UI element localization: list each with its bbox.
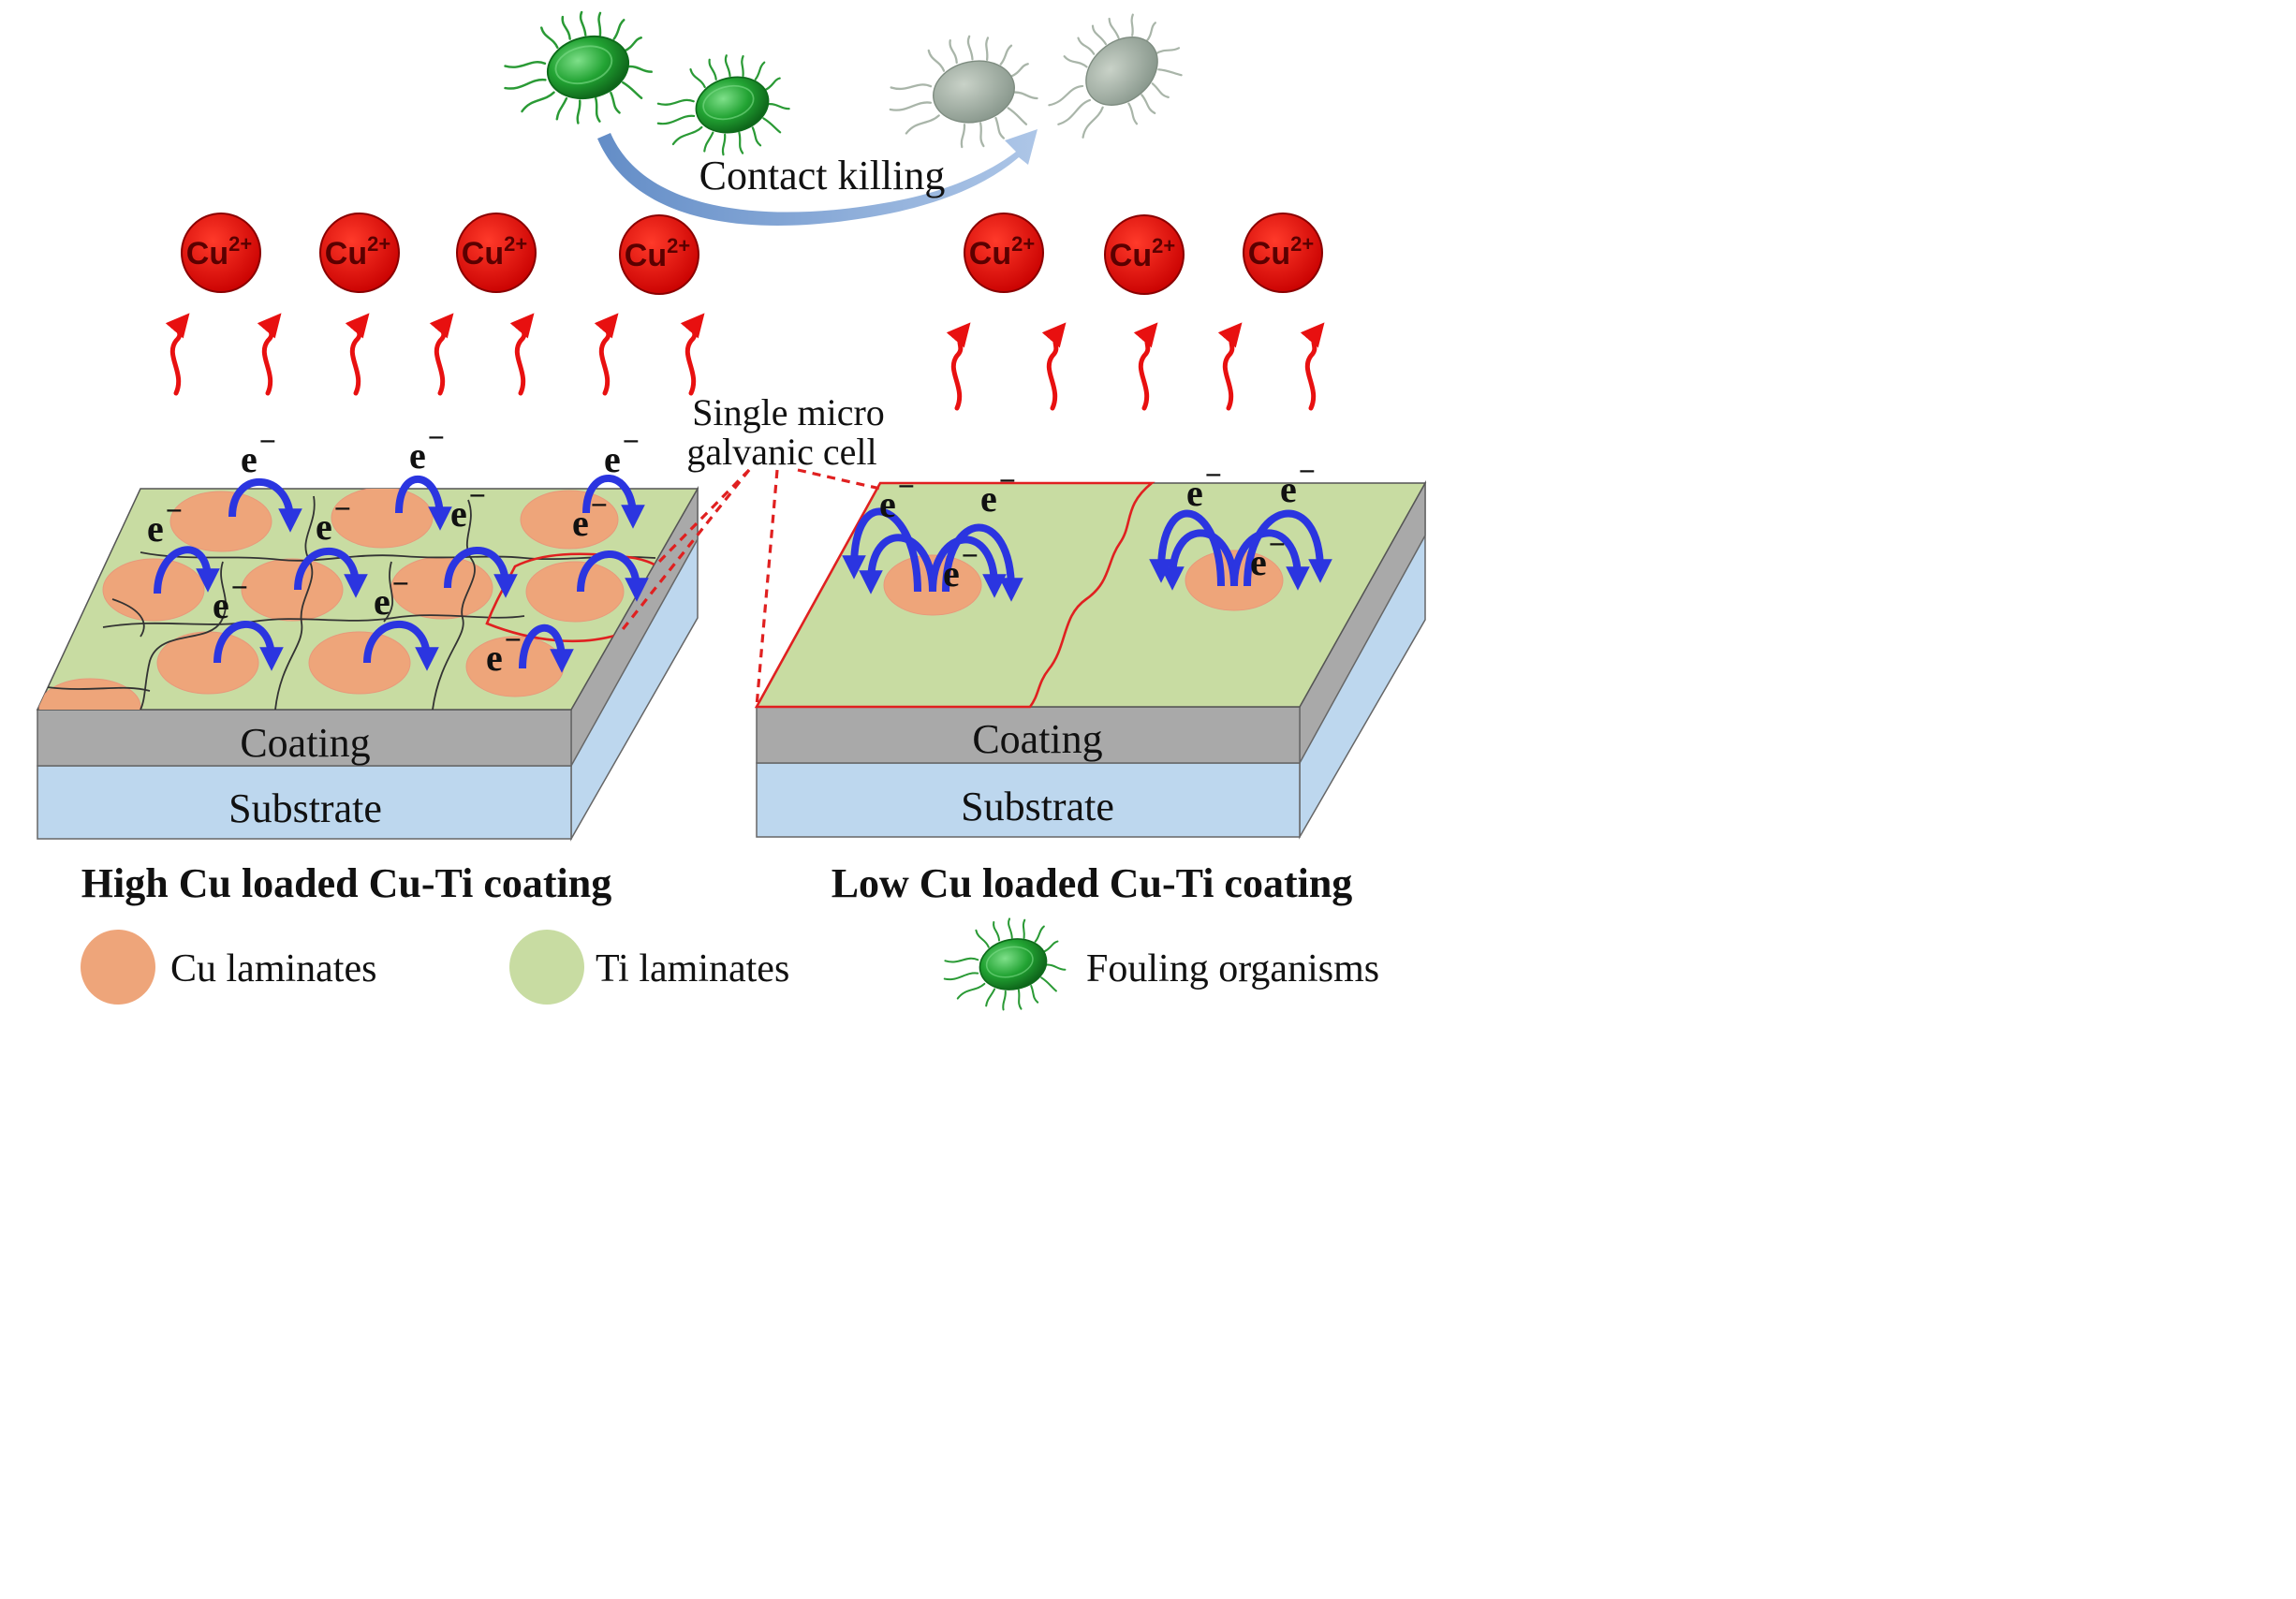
electron-arrow [519,623,574,673]
cu-ion-circle [1104,214,1185,295]
release-arrow [1300,322,1325,411]
legend-cu-label: Cu laminates [170,947,376,990]
bacterium-dead-icon [1023,0,1202,167]
contact-killing-label: Contact killing [699,153,946,198]
electron-label: e− [241,424,276,480]
diagram-canvas: Contact killing Cu2+Cu2+Cu2+Cu2+Cu2+Cu2+… [36,0,1427,1012]
right-coating-label: Coating [972,716,1102,762]
release-arrow [509,313,535,396]
electron-arrow [395,475,452,531]
contact-killing-arrow [597,129,1038,226]
cu-ion: Cu2+ [619,214,699,295]
legend-ti-label: Ti laminates [596,947,789,990]
contact-killing-group: Contact killing [491,0,1202,226]
release-arrow [594,313,619,396]
legend-bacterium-icon [934,908,1072,1012]
electron-arrow [582,475,645,529]
cu-ion-label: Cu2+ [325,232,390,271]
electron-label: e− [604,424,640,480]
cu-ion-circle [319,213,400,293]
electron-arrow [859,534,936,594]
electron-arrow [154,546,220,594]
electron-label: e− [409,420,445,477]
electron-arrow [294,548,368,598]
release-arrow [1041,322,1067,411]
bacterium-live-icon [491,0,662,143]
electron-arrow [1160,529,1238,591]
electron-arrow [1244,509,1332,587]
release-arrow [429,313,454,396]
cu-ion: Cu2+ [319,213,400,293]
cu-ion: Cu2+ [456,213,537,293]
electron-arrow [228,478,302,533]
right-caption: Low Cu loaded Cu-Ti coating [832,860,1353,906]
release-arrow-row [165,313,1325,411]
electron-arrow [942,523,1023,602]
legend-org-label: Fouling organisms [1086,947,1379,990]
cu-ion: Cu2+ [1243,213,1323,293]
right-substrate-front [756,762,1301,838]
left-grain-boundaries [46,495,656,710]
left-caption: High Cu loaded Cu-Ti coating [81,860,611,906]
callout-line-1: Single micro [692,391,885,433]
callout-dashed-lines [618,468,881,708]
electron-arrow [444,547,518,598]
electron-arrow [363,621,439,671]
left-coating-label: Coating [240,720,370,766]
micro-cell-callout: Single micro galvanic cell [618,391,885,708]
left-substrate-label: Substrate [228,785,382,831]
left-coating-block: Coating Substrate [36,486,699,842]
electron-arrow [929,535,1007,598]
cu-ion-circle [181,213,261,293]
release-arrow [257,313,282,396]
left-substrate-front [37,765,572,840]
electron-arrow [577,550,649,602]
release-arrow [1133,322,1158,411]
callout-line-2: galvanic cell [686,431,876,473]
release-arrow [345,313,370,396]
cu-ion-circle [964,213,1044,293]
right-micro-cell-outline [754,481,1155,709]
electron-arrow [842,507,921,593]
cu-ion-circle [619,214,699,295]
electron-arrows [154,475,1332,673]
electron-arrow [213,621,284,671]
release-arrow [165,313,190,396]
electron-arrow [1230,529,1310,591]
release-arrow [946,322,971,411]
cu-ion-row: Cu2+ Cu2+ Cu2+ Cu2+ Cu2+ Cu2+ Cu2+ [181,213,1323,295]
cu-ion: Cu2+ [1104,214,1185,295]
cu-ion: Cu2+ [181,213,261,293]
legend-cu-swatch [81,930,155,1005]
release-arrow [680,313,705,396]
right-substrate-label: Substrate [961,784,1114,829]
electron-label: e− [450,478,486,535]
cu-ion-circle [1243,213,1323,293]
legend: Cu laminates Ti laminates Fouling organi… [81,908,1379,1012]
electron-arrow [1149,509,1225,587]
release-arrow [1217,322,1243,411]
cu-ion: Cu2+ [964,213,1044,293]
legend-ti-swatch [509,930,584,1005]
cu-ion-circle [456,213,537,293]
